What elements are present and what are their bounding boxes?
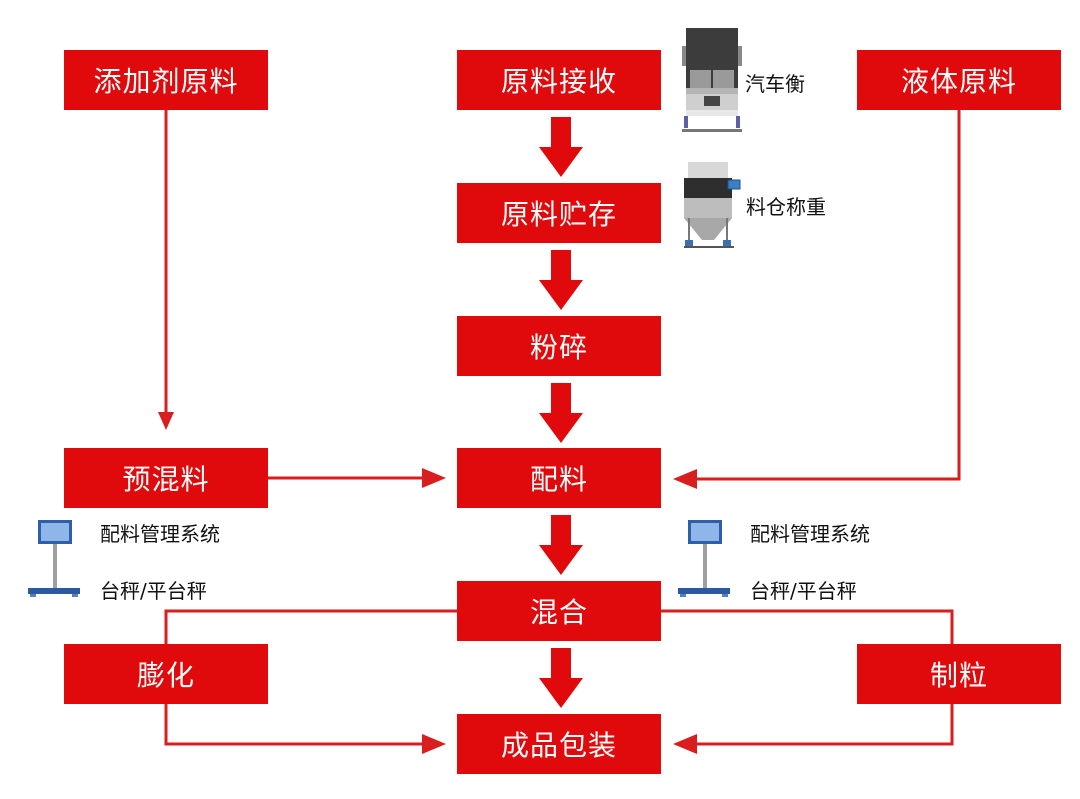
node-extrusion: 膨化 [64, 644, 268, 704]
arrowhead-liquid-to-batching [673, 469, 697, 489]
silo-scale-icon [684, 162, 741, 248]
node-label: 预混料 [122, 463, 210, 496]
line-extrusion-to-packaging [164, 704, 430, 746]
node-label: 添加剂原料 [93, 65, 239, 98]
line-liquid-to-batching [690, 110, 961, 481]
truck-scale-icon [682, 28, 742, 132]
arrowhead-premix-to-batching [422, 468, 446, 488]
right-batching-system-label: 配料管理系统 [750, 522, 870, 546]
node-label: 膨化 [136, 659, 195, 692]
node-finished-packaging: 成品包装 [457, 714, 661, 774]
line-mixing-to-extrusion [164, 609, 457, 644]
arrow-receiving-to-storage [539, 117, 583, 177]
node-additive-raw-material: 添加剂原料 [64, 50, 268, 110]
arrow-grinding-to-batching [539, 383, 583, 443]
arrow-mixing-to-packaging [539, 648, 583, 708]
node-label: 配料 [529, 463, 588, 496]
node-label: 混合 [529, 596, 588, 629]
left-batching-system-label: 配料管理系统 [100, 522, 220, 546]
node-premix: 预混料 [64, 448, 268, 508]
line-mixing-to-pelleting [661, 609, 954, 644]
node-raw-material-storage: 原料贮存 [457, 183, 661, 243]
node-raw-material-receiving: 原料接收 [457, 50, 661, 110]
silo-weighing-label: 料仓称重 [746, 195, 826, 219]
node-mixing: 混合 [457, 581, 661, 641]
arrowhead-additive-to-premix [158, 412, 174, 430]
node-label: 成品包装 [500, 729, 617, 762]
node-batching: 配料 [457, 448, 661, 508]
node-label: 制粒 [929, 659, 988, 692]
node-liquid-raw-material: 液体原料 [857, 50, 1061, 110]
node-label: 原料接收 [500, 65, 617, 98]
node-label: 液体原料 [900, 65, 1017, 98]
truck-scale-label: 汽车衡 [745, 72, 805, 96]
right-scale-label: 台秤/平台秤 [750, 579, 857, 603]
node-label: 粉碎 [529, 331, 588, 364]
arrow-batching-to-mixing [539, 515, 583, 575]
arrow-storage-to-grinding [539, 250, 583, 310]
node-grinding: 粉碎 [457, 316, 661, 376]
left-scale-label: 台秤/平台秤 [100, 579, 207, 603]
platform-scale-icon-right [678, 520, 730, 597]
line-pelleting-to-packaging [690, 704, 954, 746]
arrowhead-extrusion-to-packaging [422, 734, 446, 754]
node-pelleting: 制粒 [857, 644, 1061, 704]
arrowhead-pelleting-to-packaging [673, 734, 697, 754]
platform-scale-icon-left [28, 520, 80, 597]
node-label: 原料贮存 [500, 198, 617, 231]
